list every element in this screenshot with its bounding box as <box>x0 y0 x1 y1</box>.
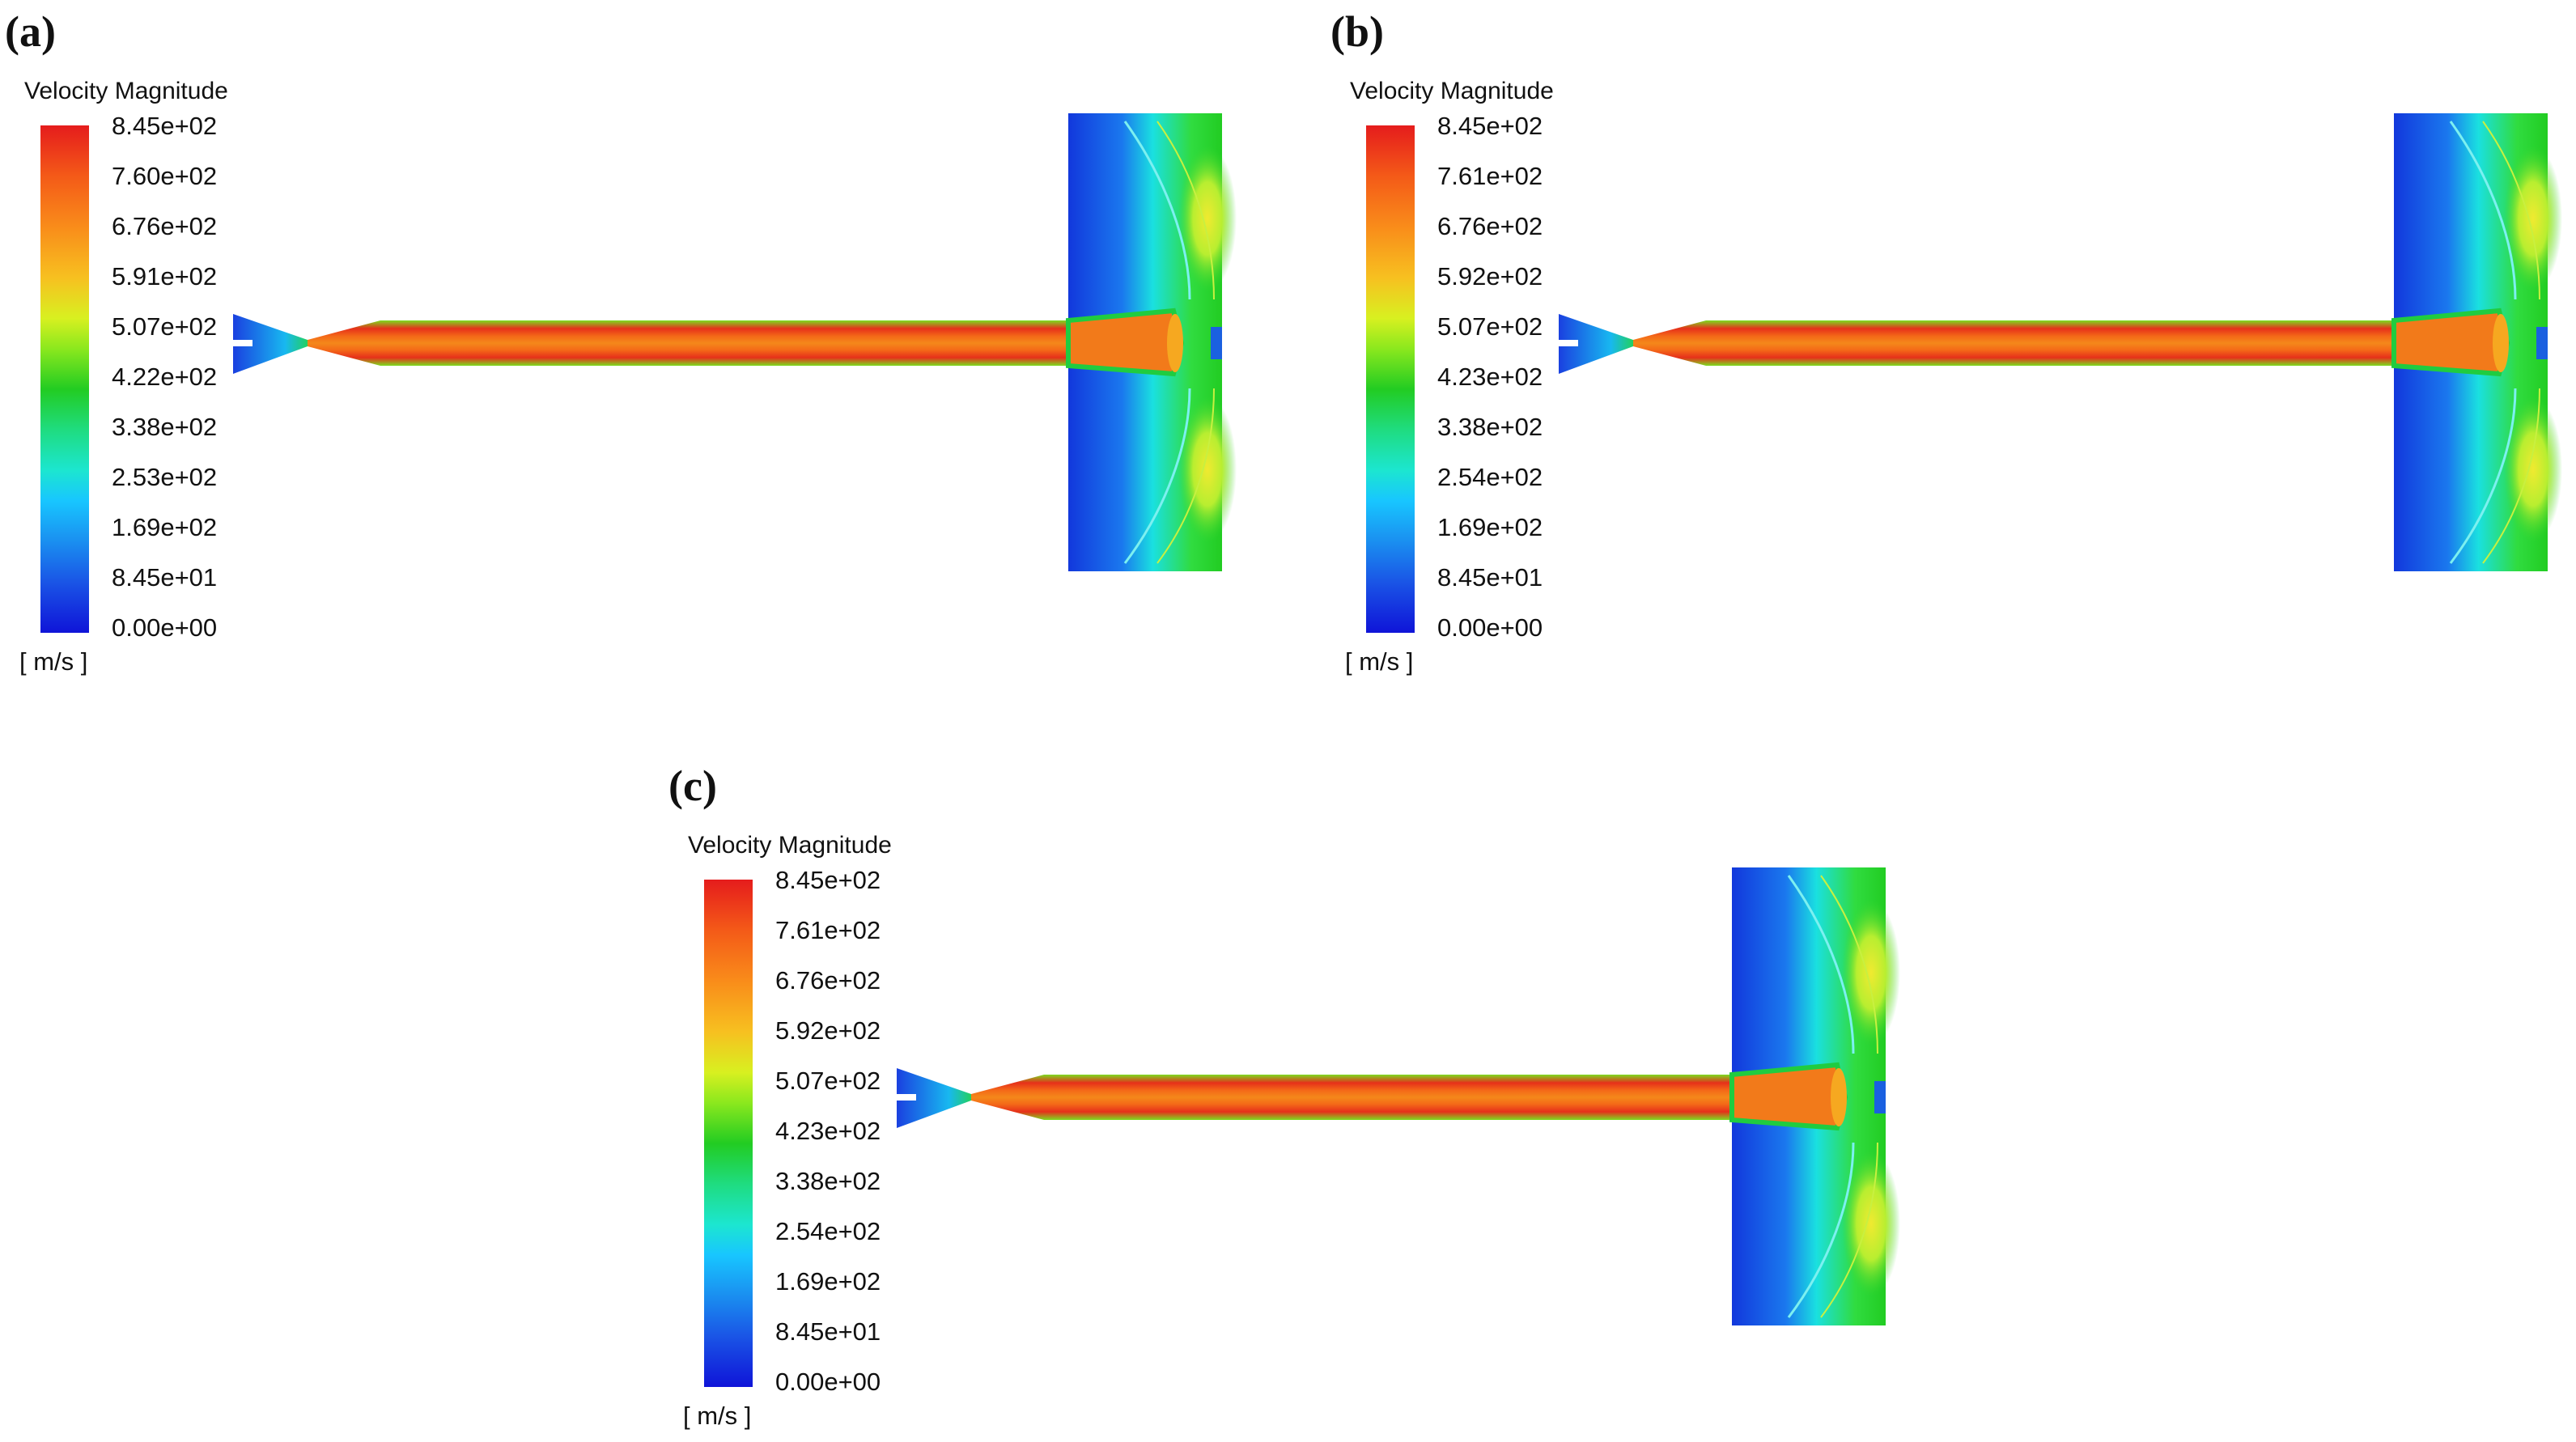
colorbar-tick: 6.76e+02 <box>775 966 881 995</box>
panel-label: (b) <box>1330 7 1384 56</box>
colorbar-tick: 0.00e+00 <box>1437 613 1543 642</box>
colorbar-tick: 2.53e+02 <box>112 463 218 491</box>
colorbar-tick: 8.45e+02 <box>775 866 881 894</box>
colorbar-tick: 6.76e+02 <box>1437 212 1543 240</box>
panel-a: (a) Velocity Magnitude 8.45e+02 7.60e+02… <box>0 0 1263 676</box>
legend-title: Velocity Magnitude <box>24 78 228 104</box>
colorbar-tick: 5.91e+02 <box>112 262 218 291</box>
colorbar-tick: 8.45e+01 <box>112 563 218 592</box>
units-label: [ m/s ] <box>19 647 88 676</box>
colorbar-tick: 1.69e+02 <box>1437 513 1543 541</box>
units-label: [ m/s ] <box>1345 647 1414 676</box>
colorbar-tick: 4.23e+02 <box>1437 363 1543 391</box>
colorbar-tick: 6.76e+02 <box>112 212 218 240</box>
colorbar-tick: 8.45e+02 <box>112 112 218 140</box>
colorbar-tick: 2.54e+02 <box>1437 463 1543 491</box>
legend-title: Velocity Magnitude <box>1350 78 1554 104</box>
velocity-contour <box>0 0 1263 664</box>
colorbar-tick: 3.38e+02 <box>112 413 218 441</box>
legend-title: Velocity Magnitude <box>688 832 892 859</box>
colorbar-tick: 5.07e+02 <box>112 312 218 341</box>
colorbar <box>704 880 753 1387</box>
colorbar-tick: 7.61e+02 <box>775 916 881 944</box>
colorbar-tick: 4.22e+02 <box>112 363 218 391</box>
colorbar-tick: 7.61e+02 <box>1437 162 1543 190</box>
colorbar-tick: 5.07e+02 <box>775 1067 881 1095</box>
panel-label: (c) <box>668 761 717 810</box>
colorbar-tick: 5.92e+02 <box>775 1016 881 1045</box>
colorbar <box>40 125 89 633</box>
colorbar-tick: 3.38e+02 <box>1437 413 1543 441</box>
colorbar-tick: 1.69e+02 <box>775 1267 881 1296</box>
colorbar-tick: 5.07e+02 <box>1437 312 1543 341</box>
colorbar-tick: 8.45e+01 <box>1437 563 1543 592</box>
colorbar-tick: 5.92e+02 <box>1437 262 1543 291</box>
colorbar-tick: 3.38e+02 <box>775 1167 881 1195</box>
colorbar-tick: 0.00e+00 <box>775 1368 881 1396</box>
colorbar-tick: 7.60e+02 <box>112 162 218 190</box>
colorbar <box>1366 125 1415 633</box>
panel-b: (b) Velocity Magnitude 8.45e+02 7.61e+02… <box>1326 0 2576 676</box>
colorbar-tick: 2.54e+02 <box>775 1217 881 1245</box>
colorbar-tick: 8.45e+02 <box>1437 112 1543 140</box>
colorbar-tick: 8.45e+01 <box>775 1317 881 1346</box>
colorbar-tick: 1.69e+02 <box>112 513 218 541</box>
colorbar-tick: 0.00e+00 <box>112 613 218 642</box>
panel-c: (c) Velocity Magnitude 8.45e+02 7.61e+02… <box>664 754 1926 1430</box>
panel-label: (a) <box>5 7 56 56</box>
velocity-contour <box>1326 0 2576 664</box>
colorbar-tick: 4.23e+02 <box>775 1117 881 1145</box>
units-label: [ m/s ] <box>683 1402 752 1430</box>
velocity-contour <box>664 754 1926 1418</box>
